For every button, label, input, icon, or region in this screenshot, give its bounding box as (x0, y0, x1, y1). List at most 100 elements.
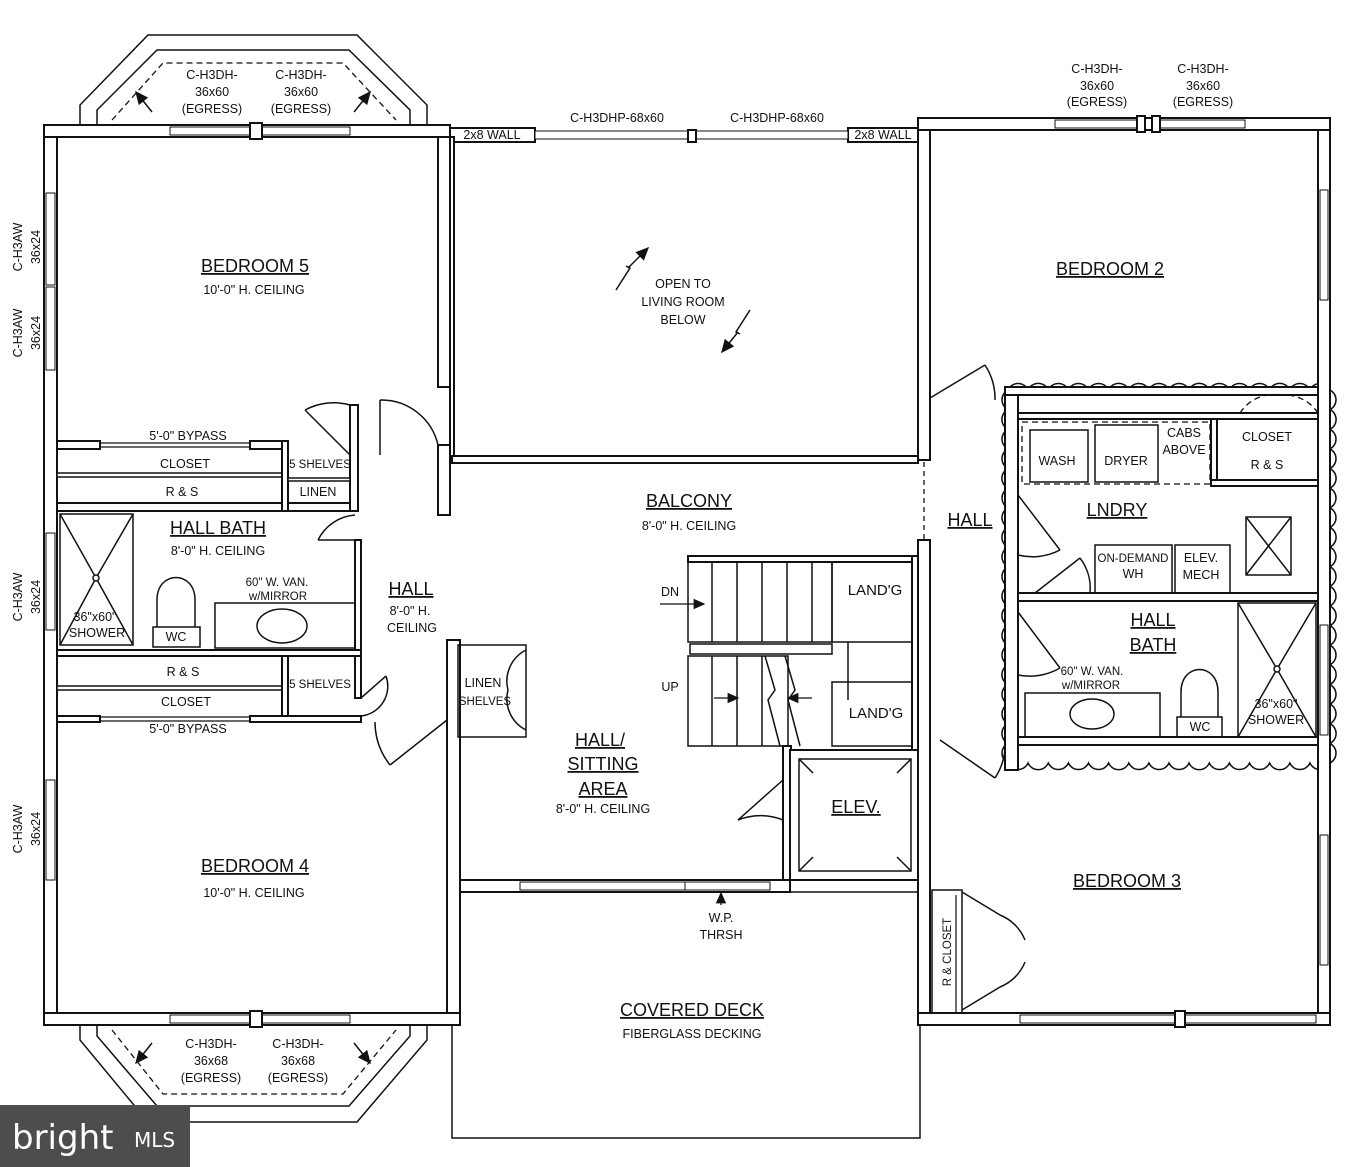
cabinets-label: ABOVE (1162, 443, 1205, 457)
window-label: (EGRESS) (1067, 95, 1127, 109)
wall (56, 440, 101, 450)
linen-shelf (287, 477, 351, 482)
room-name: COVERED DECK (620, 1000, 764, 1020)
bay-outer (79, 34, 428, 125)
bay-inner (96, 49, 411, 125)
closet-label-vertical: R & CLOSET (942, 918, 954, 986)
wall (354, 539, 362, 657)
window (45, 286, 56, 371)
room-labels: BEDROOM 5 10'-0" H. CEILING OPEN TO LIVI… (69, 256, 1304, 1041)
room-name: HALL/ (575, 730, 625, 750)
door-swing (1017, 611, 1061, 677)
closet-label: CLOSET (1242, 430, 1292, 444)
ceiling-label: CEILING (387, 621, 437, 635)
wall (1004, 386, 1319, 396)
shower-label: 36"x60" (1255, 697, 1298, 711)
door-swing (1034, 557, 1091, 594)
wall (437, 136, 451, 388)
wall (1017, 736, 1319, 746)
linen-label: LINEN (465, 676, 502, 690)
wall (1017, 412, 1319, 420)
window-label: C-H3DH- (1071, 62, 1122, 76)
rs-label: R & S (1251, 458, 1284, 472)
room-name: SITTING (568, 754, 639, 774)
doors-left (304, 399, 448, 766)
logo-suffix: MLS (134, 1128, 175, 1152)
window-label: (EGRESS) (268, 1071, 328, 1085)
window-label: C-H3DH- (1177, 62, 1228, 76)
stair-lower-flight (687, 655, 789, 747)
wall-label: 2x8 WALL (854, 128, 911, 142)
door-swing (379, 399, 439, 455)
wc-label: WC (166, 630, 187, 644)
bottom-bay-window (79, 1025, 428, 1123)
window-label: 36x24 (29, 580, 43, 614)
window-mullion (1136, 115, 1146, 133)
window-label: C-H3DHP-68x60 (730, 111, 824, 125)
deck-surface-label: FIBERGLASS DECKING (623, 1027, 762, 1041)
closet-label: R & CLOSET (942, 918, 954, 986)
linen-closet (457, 644, 527, 738)
window (1319, 834, 1329, 966)
window-labels: C-H3DH- 36x60 (EGRESS) C-H3DH- 36x60 (EG… (11, 62, 1233, 1085)
window-label: C-H3DH- (186, 68, 237, 82)
door-swing (737, 779, 784, 821)
cabinets-label: CABS (1167, 426, 1201, 440)
wall (56, 715, 101, 723)
wc-label: WC (1190, 720, 1211, 734)
room-name: AREA (578, 779, 627, 799)
toilet-tank (152, 626, 201, 648)
wall (249, 715, 362, 723)
wall (56, 502, 358, 512)
door-swing (374, 719, 448, 766)
window-label: (EGRESS) (271, 102, 331, 116)
window-label: C-H3AW (11, 308, 25, 357)
side-window-label: C-H3AW 36x24 (11, 572, 43, 621)
window-mullion (1151, 115, 1161, 133)
shelves-label: 5 SHELVES (289, 679, 351, 691)
stair-break-line (764, 655, 801, 747)
elevator-corners (798, 758, 912, 872)
linen-label: LINEN (300, 485, 337, 499)
threshold (684, 881, 771, 891)
floor-drain-box-x (1245, 516, 1292, 576)
wall (1210, 418, 1218, 486)
ceiling-label: 8'-0" H. CEILING (556, 802, 650, 816)
window (1319, 624, 1329, 736)
room-name: BEDROOM 2 (1056, 259, 1164, 279)
stair-up-label: UP (661, 680, 678, 694)
door-swing (506, 649, 527, 731)
closet-label: CLOSET (160, 457, 210, 471)
rs-label: R & S (166, 485, 199, 499)
door-swing (929, 364, 996, 401)
shower-label: 36"x60" (74, 610, 117, 624)
window-label: (EGRESS) (181, 1071, 241, 1085)
door-swing (961, 891, 1026, 1011)
window-label: 36x60 (1080, 79, 1114, 93)
shelves-label: 5 SHELVES (289, 459, 351, 471)
window (1054, 119, 1141, 129)
vanity-label: w/MIRROR (248, 591, 307, 603)
window-label: C-H3DH- (272, 1037, 323, 1051)
mech-label: MECH (1183, 568, 1220, 582)
window-label: 36x60 (284, 85, 318, 99)
arrow-icon (135, 90, 153, 113)
wall (437, 444, 451, 516)
arrow-icon (353, 90, 371, 113)
window-label: (EGRESS) (1173, 95, 1233, 109)
shower-label: SHOWER (69, 626, 125, 640)
logo-brand: bright (12, 1118, 113, 1158)
room-name: BEDROOM 3 (1073, 871, 1181, 891)
vanity-label: w/MIRROR (1061, 680, 1120, 692)
closet (931, 889, 963, 1014)
window-label: 36x24 (29, 316, 43, 350)
wall-label: 2x8 WALL (463, 128, 520, 142)
bypass-label: 5'-0" BYPASS (149, 429, 226, 443)
walls-middle (449, 127, 921, 905)
bay-sill (111, 1029, 397, 1095)
door-swing (1017, 494, 1061, 558)
closet-rod (56, 472, 283, 478)
walls-right-wing (917, 115, 1331, 1028)
top-bay-window (79, 34, 428, 125)
landing-label: LAND'G (848, 582, 903, 599)
